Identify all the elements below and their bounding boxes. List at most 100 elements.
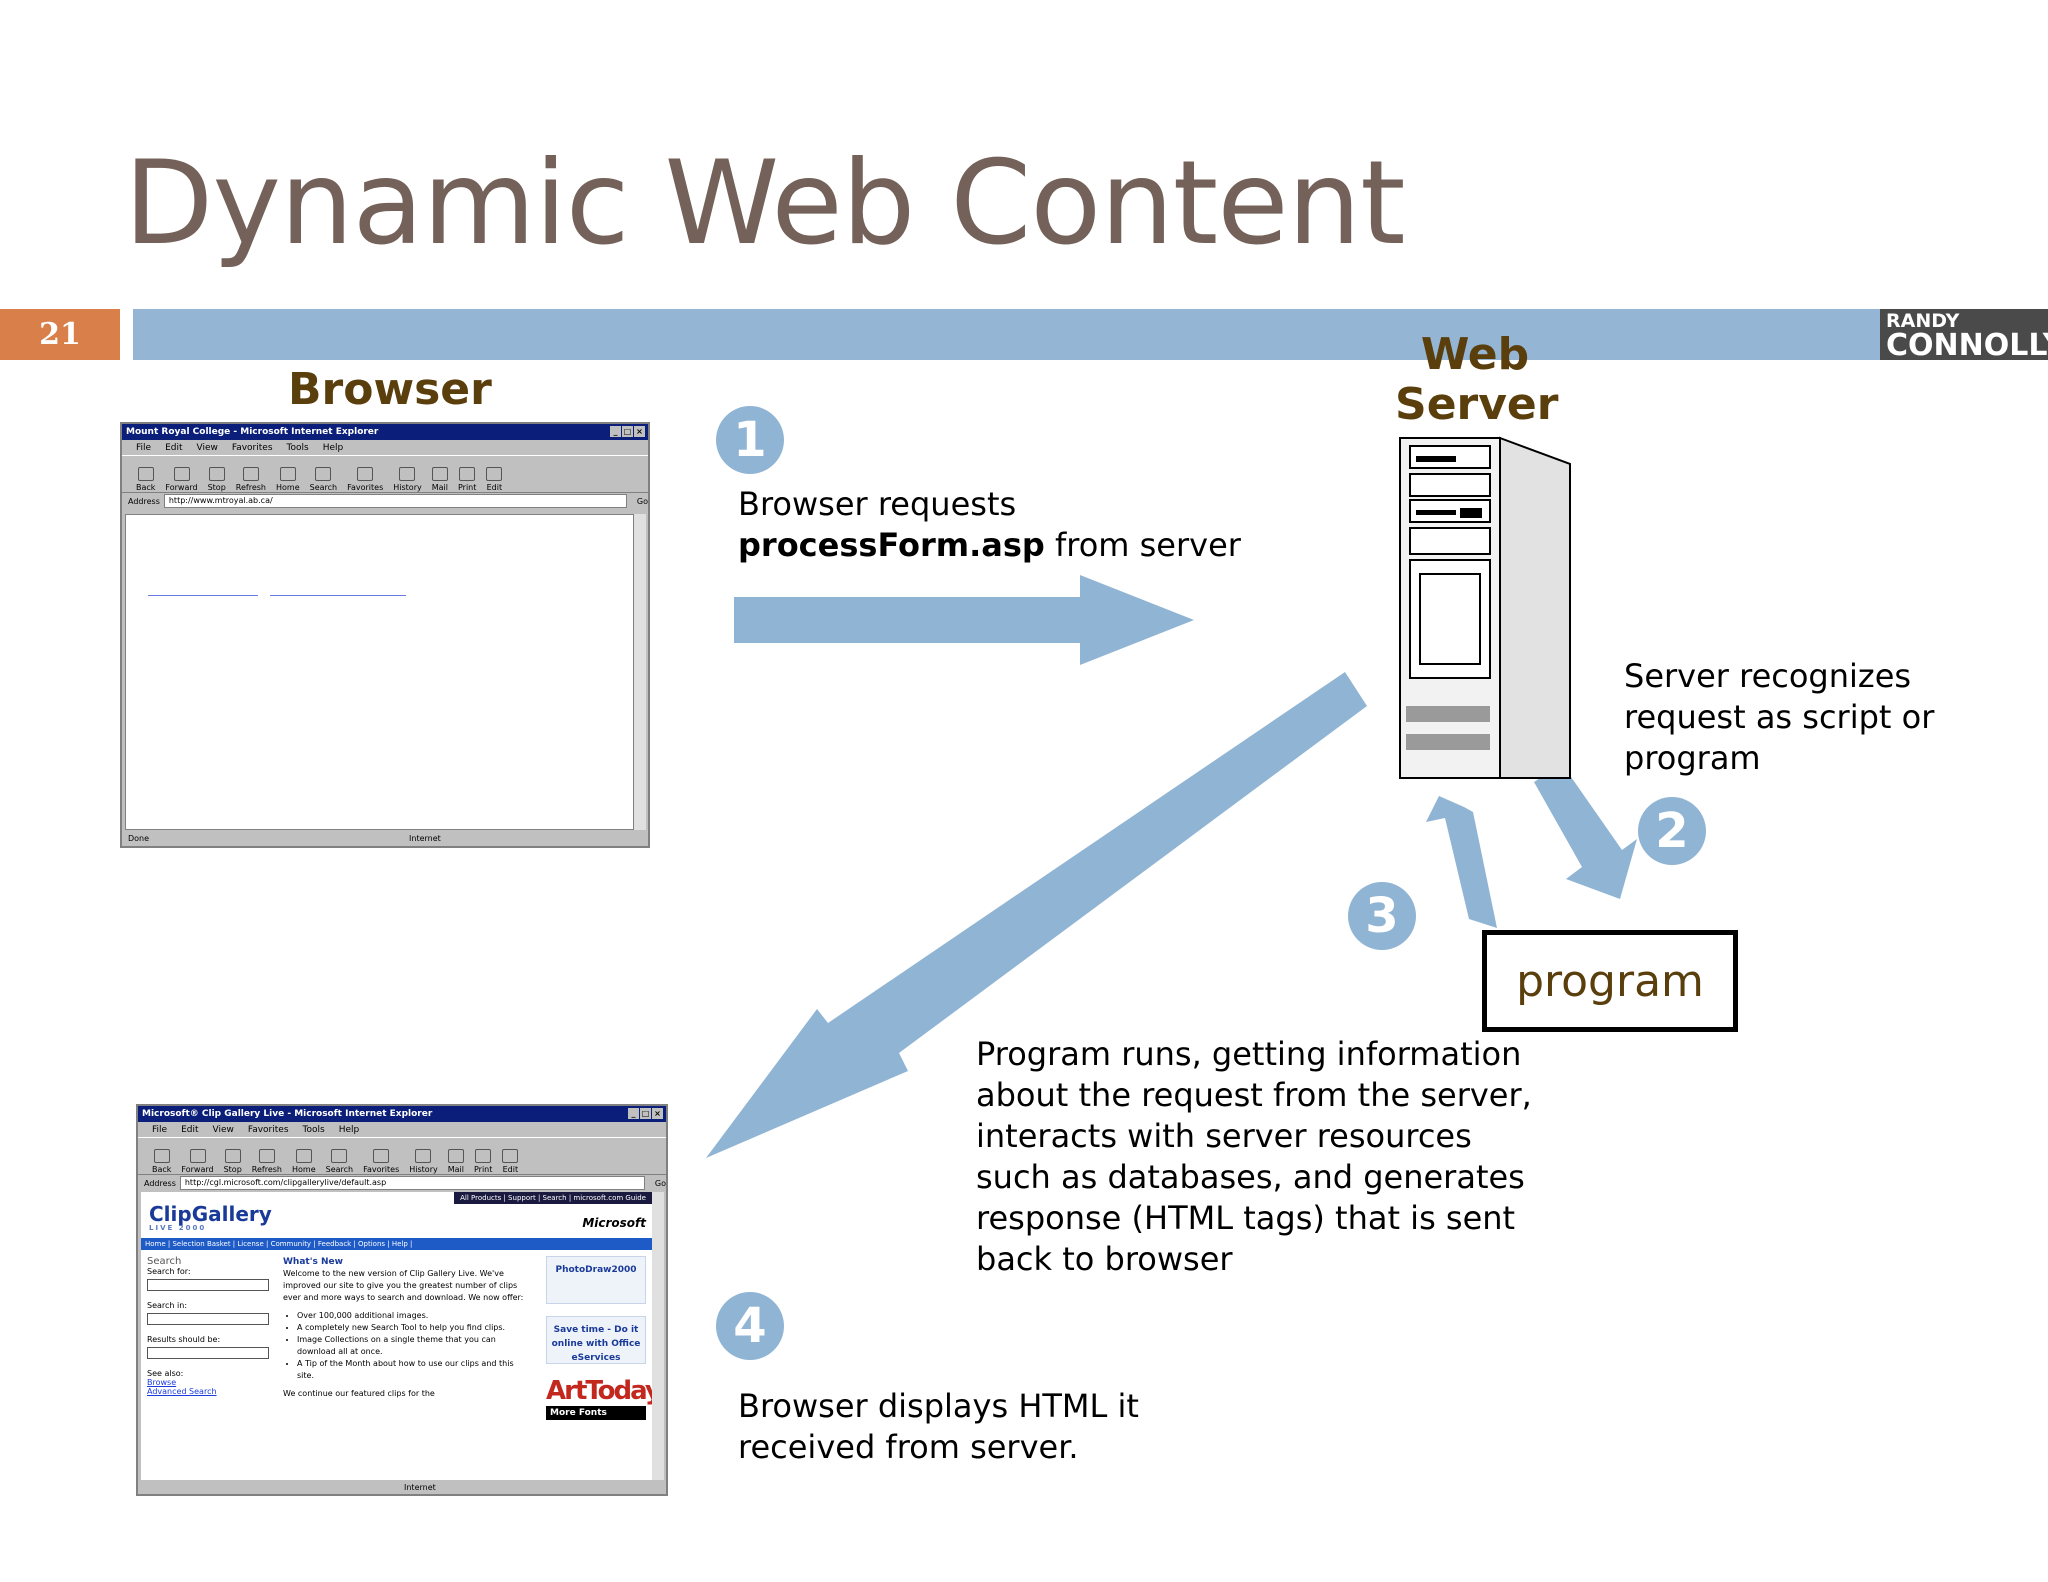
back-button[interactable]: Back (152, 1149, 171, 1174)
step-4-badge: 4 (716, 1292, 784, 1360)
site-logo[interactable]: ClipGallery LIVE 2000 (149, 1202, 272, 1232)
window-title: Mount Royal College - Microsoft Internet… (126, 427, 379, 437)
list-item: Image Collections on a single theme that… (297, 1334, 532, 1358)
close-icon[interactable]: × (652, 1108, 663, 1119)
menu-favorites[interactable]: Favorites (247, 1124, 289, 1135)
menu-help[interactable]: Help (338, 1124, 360, 1135)
stop-button[interactable]: Stop (224, 1149, 242, 1174)
header-accent-bar (133, 309, 2048, 360)
edit-button[interactable]: Edit (502, 1149, 519, 1174)
menu-edit[interactable]: Edit (181, 1124, 199, 1135)
close-icon[interactable]: × (634, 426, 645, 437)
menu-file[interactable]: File (152, 1124, 168, 1135)
loading-line (270, 595, 406, 596)
advanced-search-link[interactable]: Advanced Search (147, 1387, 217, 1396)
back-icon (153, 1149, 170, 1163)
microsoft-logo: Microsoft (582, 1216, 646, 1230)
menu-tools[interactable]: Tools (286, 442, 309, 453)
search-in-select[interactable] (147, 1313, 269, 1325)
favorites-icon (373, 1149, 390, 1163)
minimize-icon[interactable]: _ (610, 426, 621, 437)
page-content (125, 514, 634, 830)
menu-tools[interactable]: Tools (302, 1124, 325, 1135)
site-nav[interactable]: Home | Selection Basket | License | Comm… (141, 1238, 652, 1250)
edit-icon (486, 467, 503, 481)
window-title-bar: Microsoft® Clip Gallery Live - Microsoft… (138, 1106, 666, 1122)
menu-view[interactable]: View (212, 1124, 234, 1135)
stop-icon (208, 467, 225, 481)
step-4-caption: Browser displays HTML it received from s… (738, 1387, 1139, 1466)
browser-window-request: Mount Royal College - Microsoft Internet… (120, 422, 650, 848)
address-label: Address (144, 1178, 176, 1188)
back-button[interactable]: Back (136, 467, 155, 492)
search-icon (331, 1149, 348, 1163)
loading-line (148, 595, 258, 596)
search-icon (315, 467, 332, 481)
ads-panel: PhotoDraw2000 Save time - Do it online w… (546, 1256, 652, 1420)
menu-view[interactable]: View (196, 442, 218, 453)
step-1-text: Browser requests (738, 485, 1017, 523)
continue-text: We continue our featured clips for the (283, 1389, 435, 1398)
scrollbar[interactable] (634, 514, 646, 830)
mail-icon (447, 1149, 464, 1163)
favorites-icon (357, 467, 374, 481)
results-select[interactable] (147, 1347, 269, 1359)
step-3-badge: 3 (1348, 882, 1416, 950)
refresh-button[interactable]: Refresh (252, 1149, 282, 1174)
history-button[interactable]: History (409, 1149, 438, 1174)
photodraw-ad[interactable]: PhotoDraw2000 (546, 1256, 646, 1304)
search-for-label: Search for: (147, 1267, 191, 1276)
address-input[interactable]: http://cgl.microsoft.com/clipgallerylive… (179, 1176, 645, 1190)
zone-text: Internet (404, 1482, 436, 1492)
favorites-button[interactable]: Favorites (347, 467, 383, 492)
arttoday-ad[interactable]: ArtToday (546, 1376, 652, 1406)
search-panel: Search Search for: Search in: Results sh… (147, 1256, 269, 1420)
go-button[interactable]: Go (636, 496, 648, 506)
menu-help[interactable]: Help (322, 442, 344, 453)
step-3-caption: Program runs, getting information about … (976, 1035, 1532, 1278)
menu-edit[interactable]: Edit (165, 442, 183, 453)
web-server-label-line1: Web (1420, 329, 1530, 380)
clip-gallery-page: ClipGallery LIVE 2000 All Products | Sup… (141, 1192, 652, 1480)
stop-button[interactable]: Stop (208, 467, 226, 492)
print-button[interactable]: Print (458, 467, 476, 492)
site-body: Search Search for: Search in: Results sh… (141, 1250, 652, 1426)
refresh-icon (242, 467, 259, 481)
address-bar: Address http://cgl.microsoft.com/clipgal… (138, 1175, 666, 1191)
refresh-button[interactable]: Refresh (236, 467, 266, 492)
web-server-label-line2: Server (1395, 379, 1559, 430)
site-logo-text: ClipGallery (149, 1202, 272, 1226)
search-input[interactable] (147, 1279, 269, 1291)
scrollbar[interactable] (652, 1192, 664, 1480)
menu-favorites[interactable]: Favorites (231, 442, 273, 453)
minimize-icon[interactable]: _ (628, 1108, 639, 1119)
history-icon (399, 467, 416, 481)
eservices-ad[interactable]: Save time - Do it online with Office eSe… (546, 1316, 646, 1364)
forward-button[interactable]: Forward (181, 1149, 214, 1174)
back-icon (137, 467, 154, 481)
step-2-badge: 2 (1638, 797, 1706, 865)
favorites-button[interactable]: Favorites (363, 1149, 399, 1174)
browse-link[interactable]: Browse (147, 1378, 177, 1387)
mail-button[interactable]: Mail (448, 1149, 464, 1174)
home-button[interactable]: Home (276, 467, 300, 492)
history-button[interactable]: History (393, 467, 422, 492)
home-button[interactable]: Home (292, 1149, 316, 1174)
more-fonts-ad[interactable]: More Fonts (546, 1406, 646, 1420)
address-input[interactable]: http://www.mtroyal.ab.ca/ (163, 494, 627, 508)
edit-button[interactable]: Edit (486, 467, 503, 492)
maximize-icon[interactable]: □ (640, 1108, 651, 1119)
window-title: Microsoft® Clip Gallery Live - Microsoft… (142, 1109, 433, 1119)
step-2-caption: Server recognizes request as script or p… (1624, 657, 1935, 777)
menu-bar: File Edit View Favorites Tools Help (138, 1122, 666, 1137)
forward-button[interactable]: Forward (165, 467, 198, 492)
search-button[interactable]: Search (310, 467, 337, 492)
go-button[interactable]: Go (654, 1178, 666, 1188)
site-header: ClipGallery LIVE 2000 All Products | Sup… (141, 1192, 652, 1238)
print-button[interactable]: Print (474, 1149, 492, 1174)
top-links[interactable]: All Products | Support | Search | micros… (454, 1192, 652, 1204)
maximize-icon[interactable]: □ (622, 426, 633, 437)
search-button[interactable]: Search (326, 1149, 353, 1174)
menu-file[interactable]: File (136, 442, 152, 453)
mail-button[interactable]: Mail (432, 467, 448, 492)
